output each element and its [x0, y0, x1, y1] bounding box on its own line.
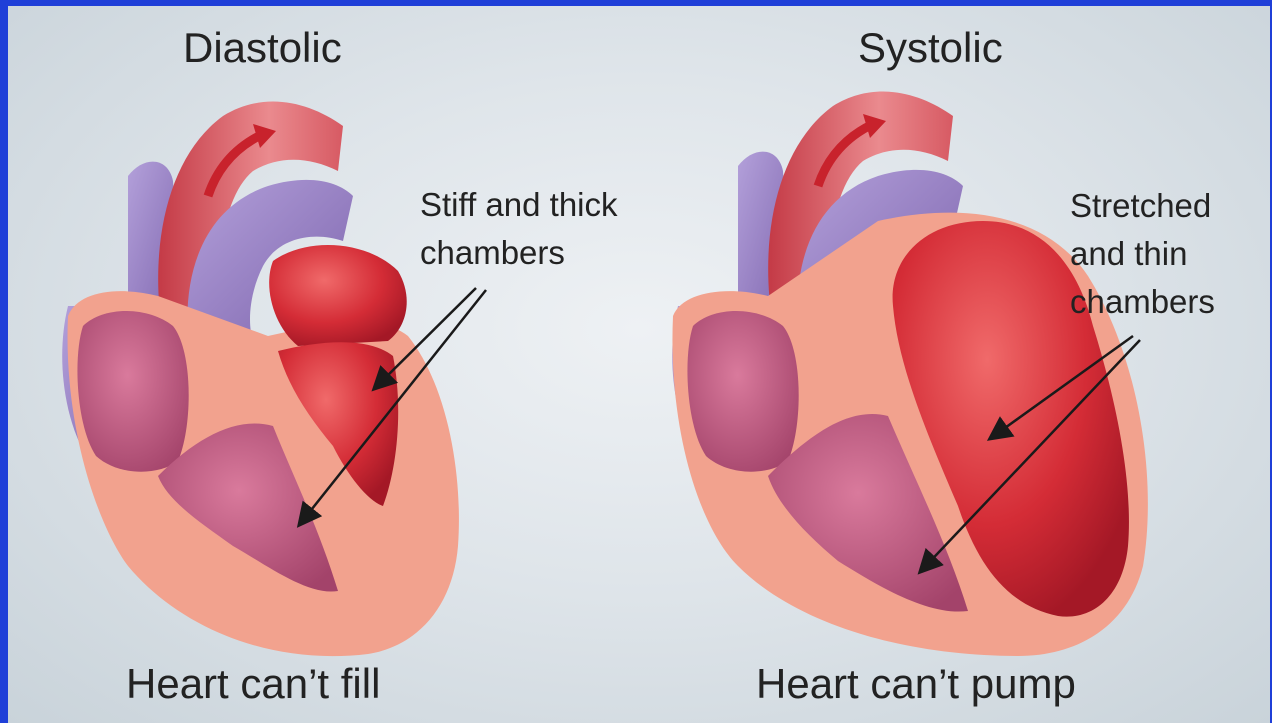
heart-illustrations: [8, 6, 1270, 723]
systolic-caption: Heart can’t pump: [756, 660, 1076, 708]
diastolic-title: Diastolic: [183, 24, 342, 72]
right-atrium: [77, 311, 188, 472]
systolic-callout-line2: and thin: [1070, 230, 1187, 278]
diastolic-heart: [62, 102, 459, 657]
right-atrium: [687, 311, 798, 472]
left-atrium: [269, 245, 407, 346]
systolic-title: Systolic: [858, 24, 1003, 72]
systolic-heart: [672, 92, 1148, 656]
diastolic-caption: Heart can’t fill: [126, 660, 380, 708]
systolic-callout-line1: Stretched: [1070, 182, 1211, 230]
diastolic-callout-line2: chambers: [420, 229, 565, 277]
diagram-frame: Diastolic Stiff and thick chambers Heart…: [8, 6, 1270, 723]
diastolic-callout-line1: Stiff and thick: [420, 181, 618, 229]
systolic-callout-line3: chambers: [1070, 278, 1215, 326]
